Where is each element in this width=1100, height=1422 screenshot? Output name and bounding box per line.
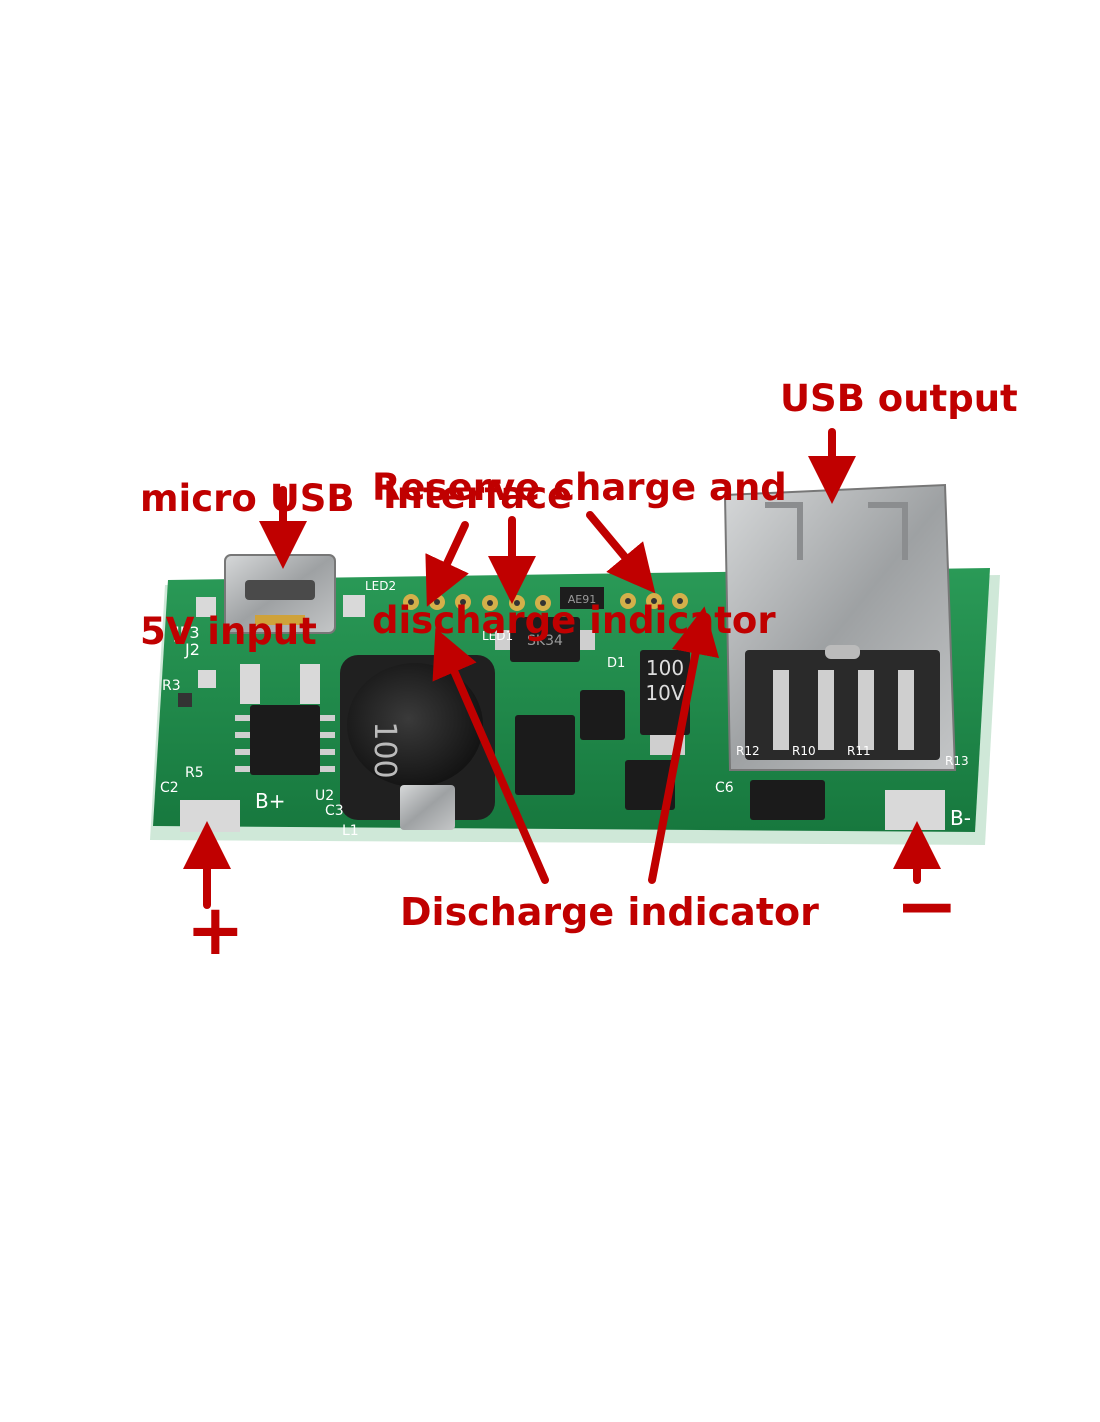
- chip-ae91: AE91: [560, 587, 604, 609]
- capacitor-100-10v: 100 10V: [640, 650, 690, 755]
- silk-jp3: JP3: [174, 623, 200, 642]
- diode-marking: SK34: [527, 633, 563, 649]
- silk-r11: R11: [847, 744, 871, 758]
- chip-u2: [235, 705, 335, 775]
- silk-r10: R10: [792, 744, 816, 758]
- label-micro-usb-input: micro USB 5V input: [140, 388, 355, 699]
- chip-right: [750, 780, 825, 820]
- label-reserve-line2: discharge indicator: [372, 598, 776, 642]
- silk-led1: LED1: [482, 629, 513, 643]
- silk-r12: R12: [736, 744, 760, 758]
- label-discharge-indicator: Discharge indicator: [400, 890, 819, 934]
- silk-r5: R5: [185, 765, 204, 781]
- usb-a-connector: [723, 483, 957, 771]
- label-interface: Interface: [383, 474, 573, 517]
- arrow-discharge-left-icon: [432, 627, 549, 884]
- annotation-arrows: [183, 428, 941, 909]
- silk-c3: C3: [325, 803, 344, 819]
- arrow-discharge-right-icon: [648, 606, 720, 884]
- diode-sk34: SK34: [495, 617, 595, 662]
- capacitor-marking-2: 10V: [645, 681, 684, 705]
- silk-r13: R13: [945, 754, 969, 768]
- label-micro-usb-line2: 5V input: [140, 609, 317, 653]
- silk-c6: C6: [715, 780, 734, 796]
- inductor-100: 100: [340, 655, 495, 830]
- label-minus: −: [895, 861, 959, 950]
- micro-usb-connector: [224, 554, 336, 634]
- silk-j2: J2: [184, 640, 200, 659]
- label-usb-output: USB output: [780, 377, 1018, 420]
- chip-middle: [515, 690, 675, 810]
- arrow-interface-right-icon: [586, 511, 656, 594]
- label-plus: +: [186, 889, 245, 971]
- label-micro-usb-line1: micro USB: [140, 476, 355, 520]
- silk-b-minus: B-: [950, 806, 971, 830]
- inductor-marking: 100: [367, 721, 402, 778]
- silk-b-plus: B+: [255, 789, 285, 813]
- silk-c2: C2: [160, 780, 179, 796]
- silk-u2: U2: [315, 788, 334, 804]
- silk-d1: D1: [607, 656, 625, 671]
- silk-led2: LED2: [365, 579, 396, 593]
- arrow-interface-left-icon: [425, 521, 469, 607]
- silkscreen: JP3 J2 R3 R5 C2 B+ U2 C3 L1 LED2 LED1 D1…: [160, 579, 971, 839]
- silk-r3: R3: [162, 678, 181, 694]
- capacitor-marking-1: 100: [646, 656, 684, 680]
- silk-l1: L1: [342, 823, 359, 839]
- label-reserve-indicator: Reserve charge and discharge indicator: [372, 377, 787, 688]
- ae91-marking: AE91: [568, 593, 596, 606]
- label-reserve-line1: Reserve charge and: [372, 465, 787, 509]
